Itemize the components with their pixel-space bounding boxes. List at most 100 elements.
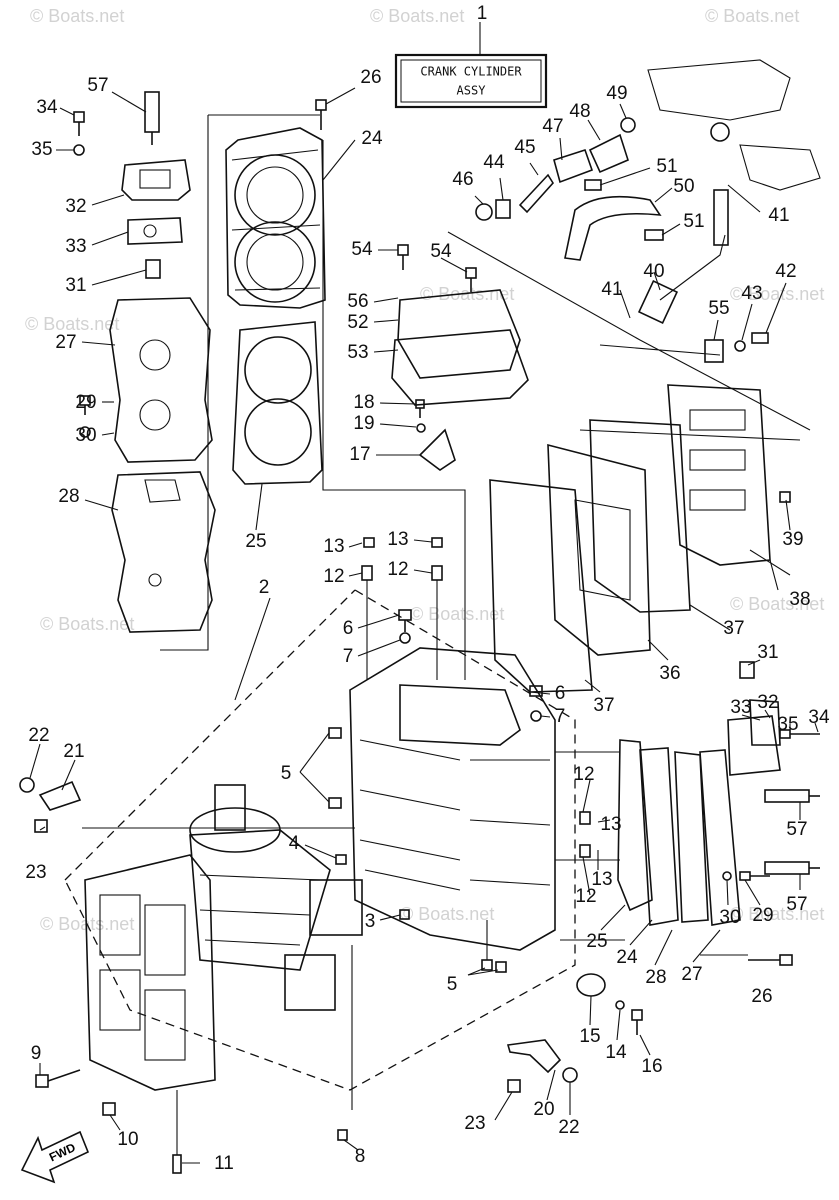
crankcase-half	[84, 854, 216, 1091]
callout-24: 24	[616, 947, 638, 968]
callout-3: 3	[365, 911, 376, 932]
grommet	[710, 122, 730, 142]
callout-1: 1	[477, 3, 488, 24]
fitting	[328, 797, 342, 809]
washer	[73, 144, 85, 156]
callout-30: 30	[75, 425, 96, 446]
water-pressure-valve	[475, 173, 554, 221]
pipe	[38, 780, 82, 811]
thermostat	[739, 661, 755, 679]
watermark: © Boats.net	[730, 594, 824, 614]
callout-54: 54	[351, 239, 373, 260]
callout-57: 57	[786, 819, 807, 840]
callout-8: 8	[355, 1146, 366, 1167]
callout-57: 57	[786, 894, 807, 915]
callout-49: 49	[606, 83, 627, 104]
bolt	[102, 1102, 116, 1116]
callout-51: 51	[683, 211, 704, 232]
bolt	[734, 332, 769, 352]
spark-plug	[764, 789, 820, 803]
callout-13: 13	[600, 814, 621, 835]
bolt	[315, 99, 327, 130]
bolt	[465, 267, 477, 292]
callout-17: 17	[349, 444, 370, 465]
callout-28: 28	[58, 486, 79, 507]
exhaust-cover	[109, 297, 213, 463]
callout-33: 33	[730, 697, 751, 718]
cover-gasket	[127, 217, 183, 245]
callout-26: 26	[360, 67, 381, 88]
callout-31: 31	[757, 642, 778, 663]
callout-41: 41	[601, 279, 622, 300]
assembly-boundary	[64, 589, 576, 1091]
callout-41: 41	[768, 205, 789, 226]
callout-12: 12	[323, 566, 344, 587]
thermostat	[145, 259, 161, 279]
callout-7: 7	[555, 706, 566, 727]
watermark: © Boats.net	[410, 604, 504, 624]
thermostat-cover	[121, 159, 191, 201]
oil-return-pipe	[506, 1039, 562, 1074]
watermark: © Boats.net	[705, 6, 799, 26]
thermostat-cover	[727, 699, 781, 776]
callout-37: 37	[593, 695, 614, 716]
callout-42: 42	[775, 261, 796, 282]
callout-7: 7	[343, 646, 354, 667]
fwd-arrow: FWD	[20, 1130, 90, 1184]
bolt-head	[620, 117, 636, 133]
callout-2: 2	[259, 577, 270, 598]
bracket-line	[447, 231, 811, 441]
callout-46: 46	[452, 169, 473, 190]
exhaust-gasket	[674, 751, 709, 923]
callout-9: 9	[31, 1043, 42, 1064]
stud	[172, 1090, 182, 1174]
bolt	[431, 537, 443, 548]
callout-12: 12	[387, 559, 408, 580]
head-gasket	[232, 321, 323, 485]
bolt	[363, 537, 375, 548]
callout-24: 24	[361, 128, 383, 149]
bolt	[779, 491, 791, 503]
clip	[579, 844, 591, 858]
callout-23: 23	[25, 862, 46, 883]
callout-37: 37	[723, 618, 744, 639]
hose	[564, 179, 664, 261]
cover	[576, 973, 606, 997]
watermark: © Boats.net	[730, 904, 824, 924]
callout-35: 35	[31, 139, 52, 160]
exhaust-gasket	[589, 419, 691, 613]
callout-45: 45	[514, 137, 535, 158]
callout-23: 23	[464, 1113, 485, 1134]
clamp	[418, 428, 456, 471]
exhaust-outer-cover	[699, 749, 741, 926]
callout-50: 50	[673, 176, 694, 197]
title-box: CRANK CYLINDER ASSY 1	[394, 3, 548, 109]
callout-4: 4	[289, 833, 300, 854]
exhaust-outer-cover	[667, 384, 771, 566]
callout-26: 26	[751, 986, 772, 1007]
valve-cover	[553, 133, 629, 184]
watermark: © Boats.net	[400, 904, 494, 924]
callout-52: 52	[347, 312, 368, 333]
callout-10: 10	[117, 1129, 138, 1150]
callout-43: 43	[741, 283, 762, 304]
fitting	[34, 819, 48, 833]
bolt	[748, 954, 793, 966]
clip	[579, 811, 591, 825]
callout-31: 31	[65, 275, 86, 296]
callout-14: 14	[605, 1042, 627, 1063]
fitting	[481, 959, 493, 971]
housing-outline	[647, 59, 791, 121]
bolt	[529, 685, 543, 697]
piston	[284, 879, 363, 1011]
watermark: © Boats.net	[370, 6, 464, 26]
callout-18: 18	[353, 392, 374, 413]
callout-15: 15	[579, 1026, 600, 1047]
watermark-layer: © Boats.net © Boats.net © Boats.net © Bo…	[25, 6, 824, 934]
cylinder-head	[225, 127, 326, 309]
cylinder-block	[349, 647, 556, 951]
fitting	[495, 961, 507, 973]
callout-13: 13	[323, 536, 344, 557]
exhaust-inner-cover	[639, 747, 679, 926]
fwd-label: FWD	[47, 1140, 78, 1164]
